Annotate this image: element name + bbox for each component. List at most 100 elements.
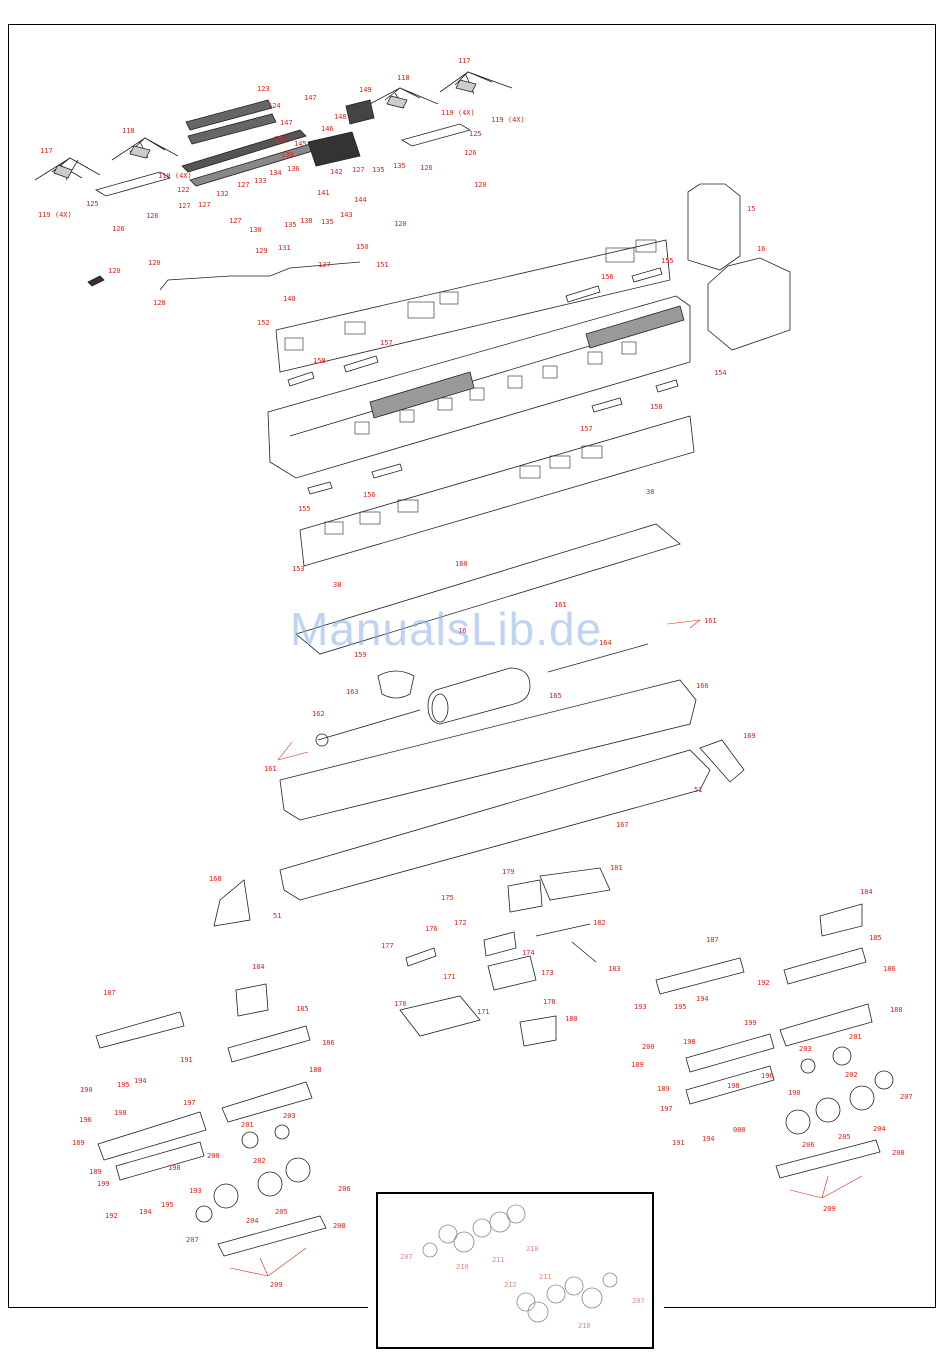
part-label: 203 xyxy=(799,1045,812,1053)
panel-155-top xyxy=(631,267,663,283)
part-label: 177 xyxy=(381,942,394,950)
part-label: 127 xyxy=(178,202,191,210)
part-label: 133 xyxy=(254,177,267,185)
part-label: 171 xyxy=(477,1008,490,1016)
part-label: 203 xyxy=(283,1112,296,1120)
part-label: 157 xyxy=(580,425,593,433)
part-label: 189 xyxy=(657,1085,670,1093)
part-label: 000 xyxy=(733,1126,746,1134)
part-label: 16 xyxy=(757,245,766,253)
weight-163 xyxy=(377,670,415,699)
bogie-base-186-right xyxy=(783,947,867,985)
part-label: 120 xyxy=(474,181,487,189)
part-label: 189 xyxy=(89,1168,102,1176)
part-label: 194 xyxy=(134,1077,147,1085)
part-label: 166 xyxy=(696,682,709,690)
part-label: 201 xyxy=(849,1033,862,1041)
part-label: 154 xyxy=(714,369,727,377)
part-179 xyxy=(507,879,543,913)
part-label: 169 xyxy=(743,732,756,740)
rod-182 xyxy=(535,923,591,937)
part-label: 208 xyxy=(892,1149,905,1157)
part-label: 146 xyxy=(321,125,334,133)
part-label: 192 xyxy=(105,1212,118,1220)
part-label: 161 xyxy=(264,765,277,773)
part-label: 196 xyxy=(761,1072,774,1080)
part-label: 120 xyxy=(108,267,121,275)
roof-plate-125-right xyxy=(400,123,472,147)
part-label: 125 xyxy=(86,200,99,208)
part-label: 134 xyxy=(269,169,282,177)
part-label: 204 xyxy=(246,1217,259,1225)
part-label: 119 (4X) xyxy=(38,211,72,219)
part-label: 185 xyxy=(869,934,882,942)
end-cap-15 xyxy=(687,183,741,271)
part-label: 182 xyxy=(593,919,606,927)
part-label: 190 xyxy=(80,1086,93,1094)
side-frame-189a-right xyxy=(685,1033,775,1073)
part-label: 38 xyxy=(646,488,655,496)
panel-158-bottom xyxy=(655,379,679,393)
part-label: 174 xyxy=(522,949,535,957)
side-frame-189a-left xyxy=(97,1111,207,1161)
part-label: 186 xyxy=(322,1039,335,1047)
part-label: 130 xyxy=(249,226,262,234)
part-label: 124 xyxy=(268,102,281,110)
part-label: 187 xyxy=(103,989,116,997)
flywheel-162 xyxy=(315,733,329,747)
pantograph-118-right xyxy=(367,87,439,109)
part-label: 175 xyxy=(441,894,454,902)
part-label: 184 xyxy=(252,963,265,971)
part-label: 192 xyxy=(757,979,770,987)
part-label: 194 xyxy=(696,995,709,1003)
part-label: 181 xyxy=(610,864,623,872)
part-label: 165 xyxy=(549,692,562,700)
plate-181 xyxy=(539,867,611,901)
wheelset-right xyxy=(785,1046,894,1135)
part-label: 156 xyxy=(363,491,376,499)
part-label: 205 xyxy=(838,1133,851,1141)
part-label: 153 xyxy=(292,565,305,573)
part-label: 144 xyxy=(354,196,367,204)
part-label: 126 xyxy=(420,164,433,172)
part-label: 190 xyxy=(788,1089,801,1097)
part-label: 117 xyxy=(458,57,471,65)
part-label: 132 xyxy=(216,190,229,198)
floor-plate-160 xyxy=(295,523,681,655)
part-label: 186 xyxy=(883,965,896,973)
part-label: 206 xyxy=(338,1185,351,1193)
part-label: 141 xyxy=(317,189,330,197)
part-label: 129 xyxy=(255,247,268,255)
part-label: 209 xyxy=(823,1205,836,1213)
part-label: 189 xyxy=(72,1139,85,1147)
coupler-mount-169 xyxy=(699,739,745,783)
part-label: 185 xyxy=(296,1005,309,1013)
part-label: 180 xyxy=(565,1015,578,1023)
side-panel-153 xyxy=(299,415,695,567)
part-label: 155 xyxy=(661,257,674,265)
part-label: 171 xyxy=(443,973,456,981)
panel-157-bottom xyxy=(591,397,623,413)
part-label: 51 xyxy=(273,912,282,920)
part-label: 119 (4X) xyxy=(158,172,192,180)
roof-grill-123 xyxy=(185,99,277,145)
part-label: 156 xyxy=(601,273,614,281)
part-label: 163 xyxy=(346,688,359,696)
rod-183 xyxy=(571,941,597,963)
part-label: 211 xyxy=(492,1256,505,1264)
part-label: 207 xyxy=(400,1253,413,1261)
panel-156-top xyxy=(565,285,601,303)
part-label: 200 xyxy=(642,1043,655,1051)
part-label: 183 xyxy=(608,965,621,973)
part-label: 161 xyxy=(704,617,717,625)
part-label: 120 xyxy=(394,220,407,228)
part-label: 121 xyxy=(274,135,287,143)
part-label: 117 xyxy=(40,147,53,155)
motor-165 xyxy=(427,667,531,725)
part-label: 200 xyxy=(207,1152,220,1160)
inset-wheelset-upper xyxy=(422,1204,526,1258)
part-label: 139 xyxy=(281,151,294,159)
bogie-188-right xyxy=(779,1003,873,1047)
coupler-mount-168 xyxy=(213,879,251,927)
side-frame-187-right xyxy=(655,957,745,995)
